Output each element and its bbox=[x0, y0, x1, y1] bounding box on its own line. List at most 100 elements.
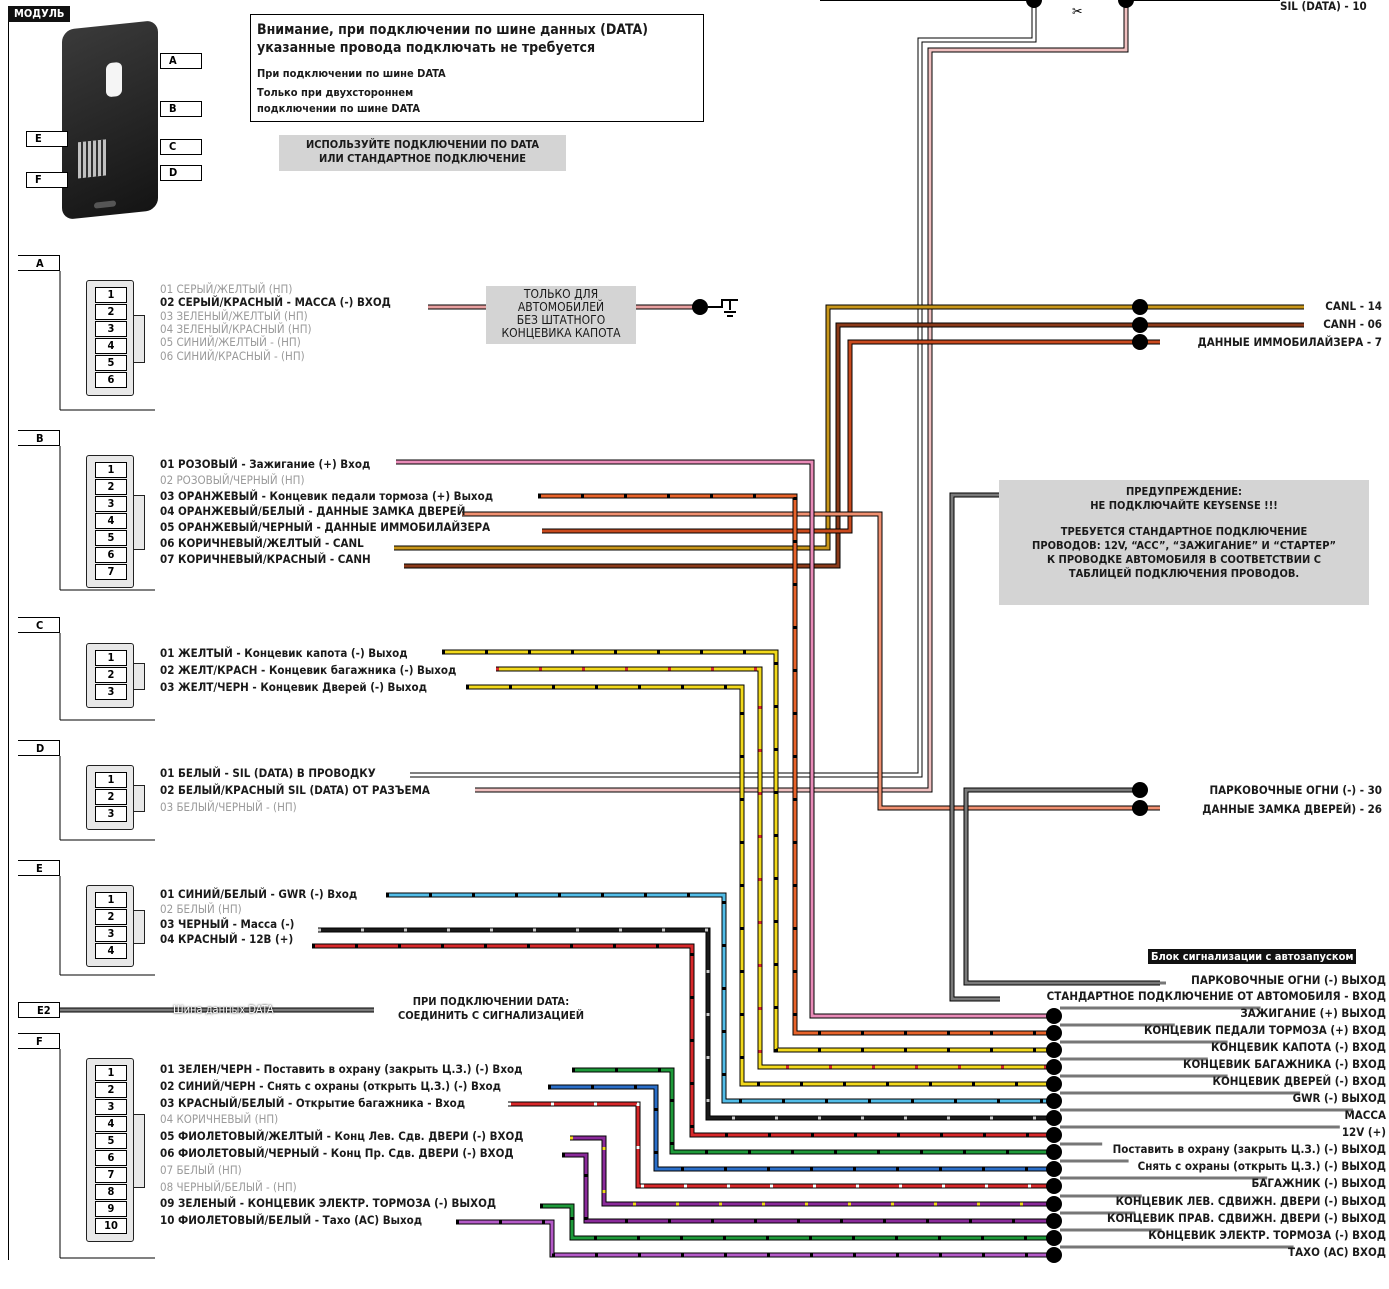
alarm-terminal-3: ЗАЖИГАНИЕ (+) ВЫХОД bbox=[1240, 1006, 1386, 1020]
pin-1: 1 bbox=[95, 287, 127, 303]
wire-label-f-9: 09 ЗЕЛЕНЫЙ - КОНЦЕВИК ЭЛЕКТР. ТОРМОЗА (-… bbox=[160, 1196, 497, 1211]
wire-label-b-2: 02 РОЗОВЫЙ/ЧЕРНЫЙ (НП) bbox=[160, 472, 305, 487]
sil-wire-white bbox=[410, 0, 1036, 777]
pin-1: 1 bbox=[95, 892, 127, 908]
wire-label-b-5: 05 ОРАНЖЕВЫЙ/ЧЕРНЫЙ - ДАННЫЕ ИММОБИЛАЙЗЕ… bbox=[160, 520, 491, 535]
wire-label-f-6: 06 ФИОЛЕТОВЫЙ/ЧЕРНЫЙ - Конц Пр. Сдв. ДВЕ… bbox=[160, 1146, 514, 1160]
use-data-note: ИСПОЛЬЗУЙТЕ ПОДКЛЮЧЕНИИ ПО DATA ИЛИ СТАН… bbox=[279, 135, 566, 171]
wire-label-a-2: 02 СЕРЫЙ/КРАСНЫЙ - МАССА (-) ВХОД bbox=[160, 295, 391, 310]
ground-icon bbox=[708, 299, 738, 317]
wire-label-a-1: 01 СЕРЫЙ/ЖЕЛТЫЙ (НП) bbox=[160, 282, 293, 296]
ground-dot bbox=[692, 299, 708, 315]
use-note-line-2: ИЛИ СТАНДАРТНОЕ ПОДКЛЮЧЕНИЕ bbox=[318, 152, 527, 165]
connector-latch bbox=[133, 784, 145, 813]
wire-immo bbox=[542, 340, 1160, 533]
notice-box bbox=[250, 14, 704, 122]
hood-note: ТОЛЬКО ДЛЯ АВТОМОБИЛЕЙ БЕЗ ШТАТНОГО КОНЦ… bbox=[486, 286, 636, 344]
warning-line-3: ТРЕБУЕТСЯ СТАНДАРТНОЕ ПОДКЛЮЧЕНИЕ bbox=[1060, 525, 1308, 538]
junction-dot bbox=[1046, 1110, 1062, 1126]
scissors-icon: ✂ bbox=[1072, 4, 1083, 20]
qr-code-icon bbox=[78, 139, 106, 179]
connector-flag-a: A bbox=[18, 255, 60, 271]
wire-ebrake bbox=[540, 1204, 1054, 1240]
alarm-terminal-8: GWR (-) ВЫХОД bbox=[1292, 1091, 1386, 1105]
warning-line-5: К ПРОВОДКЕ АВТОМОБИЛЯ В СООТВЕТСТВИИ С bbox=[1047, 553, 1321, 566]
wire-label-f-3: 03 КРАСНЫЙ/БЕЛЫЙ - Открытие багажника - … bbox=[160, 1095, 466, 1110]
junction-dot bbox=[1046, 1042, 1062, 1058]
wire-doors-stripe bbox=[466, 685, 1054, 1086]
alarm-header: Блок сигнализации с автозапуском bbox=[1148, 949, 1357, 964]
alarm-terminal-16: КОНЦЕВИК ЭЛЕКТР. ТОРМОЗА (-) ВХОД bbox=[1148, 1228, 1386, 1242]
wire-label-f-5: 05 ФИОЛЕТОВЫЙ/ЖЕЛТЫЙ - Конц Лев. Сдв. ДВ… bbox=[160, 1129, 524, 1144]
e2-note: ПРИ ПОДКЛЮЧЕНИИ DATA: СОЕДИНИТЬ С СИГНАЛ… bbox=[374, 992, 608, 1028]
junction-dot bbox=[1118, 0, 1134, 8]
wire-parking bbox=[964, 788, 1160, 985]
junction-dot bbox=[1132, 334, 1148, 350]
connector-flag-c: C bbox=[18, 617, 60, 633]
wire-standard-outline bbox=[949, 492, 1000, 1002]
wire-label-f-1: 01 ЗЕЛЕН/ЧЕРН - Поставить в охрану (закр… bbox=[160, 1062, 523, 1076]
device-window bbox=[106, 61, 122, 98]
wire-trunk-out bbox=[508, 1102, 1054, 1188]
wire-label-e-4: 04 КРАСНЫЙ - 12В (+) bbox=[160, 932, 294, 946]
wire-label-e-1: 01 СИНИЙ/БЕЛЫЙ - GWR (-) Вход bbox=[160, 887, 358, 901]
connector-latch bbox=[133, 495, 145, 550]
wire-label-a-5: 05 СИНИЙ/ЖЕЛТЫЙ - (НП) bbox=[160, 335, 301, 350]
pin-5: 5 bbox=[95, 530, 127, 546]
junction-dot bbox=[1046, 1247, 1062, 1263]
pin-1: 1 bbox=[95, 1065, 127, 1081]
wire-disarm-stripe bbox=[548, 1085, 1054, 1171]
junction-dot bbox=[1132, 299, 1148, 315]
pin-4: 4 bbox=[95, 513, 127, 529]
pin-3: 3 bbox=[95, 321, 127, 337]
car-terminal-parking: ПАРКОВОЧНЫЕ ОГНИ (-) - 30 bbox=[1209, 783, 1382, 797]
alarm-terminal-4: КОНЦЕВИК ПЕДАЛИ ТОРМОЗА (+) ВХОД bbox=[1143, 1023, 1386, 1037]
wire-label-d-2: 02 БЕЛЫЙ/КРАСНЫЙ SIL (DATA) ОТ РАЗЪЕМА bbox=[160, 783, 430, 797]
wire-label-a-6: 06 СИНИЙ/КРАСНЫЙ - (НП) bbox=[160, 348, 305, 363]
alarm-terminal-6: КОНЦЕВИК БАГАЖНИКА (-) ВХОД bbox=[1183, 1057, 1386, 1071]
wire-label-b-7: 07 КОРИЧНЕВЫЙ/КРАСНЫЙ - CANH bbox=[160, 551, 371, 566]
wire-arm bbox=[572, 1068, 1054, 1154]
e2-note-line-2: СОЕДИНИТЬ С СИГНАЛИЗАЦИЕЙ bbox=[397, 1009, 585, 1022]
module-device bbox=[62, 19, 158, 221]
wire-label-c-2: 02 ЖЕЛТ/КРАСН - Концевик багажника (-) В… bbox=[160, 663, 457, 677]
pin-1: 1 bbox=[95, 772, 127, 788]
pin-2: 2 bbox=[95, 667, 127, 683]
junction-dot bbox=[1132, 782, 1148, 798]
notice-legend-1: При подключении по шине DATA bbox=[257, 67, 446, 80]
pin-6: 6 bbox=[95, 1150, 127, 1166]
e2-bus-label: Шина данных DATA bbox=[173, 1003, 274, 1016]
alarm-terminal-1: ПАРКОВОЧНЫЕ ОГНИ (-) ВЫХОД bbox=[1191, 973, 1386, 987]
wire-label-f-2: 02 СИНИЙ/ЧЕРН - Снять с охраны (открыть … bbox=[160, 1078, 501, 1093]
module-port-b: B bbox=[160, 101, 202, 117]
wire-doorlock bbox=[462, 512, 1160, 810]
module-port-e: F bbox=[26, 172, 68, 188]
pin-7: 7 bbox=[95, 1167, 127, 1183]
sil-terminal: SIL (DATA) - 10 bbox=[1280, 0, 1367, 13]
warning-line-6: ТАБЛИЦЕЙ ПОДКЛЮЧЕНИЯ ПРОВОДОВ. bbox=[1068, 567, 1300, 580]
keysense-warning: ПРЕДУПРЕЖДЕНИЕ: НЕ ПОДКЛЮЧАЙТЕ KEYSENSE … bbox=[999, 480, 1369, 605]
wire-label-f-10: 10 ФИОЛЕТОВЫЙ/БЕЛЫЙ - Тахо (АС) Выход bbox=[160, 1213, 423, 1228]
wire-left-door bbox=[570, 1136, 1054, 1206]
junction-dot bbox=[1046, 1196, 1062, 1212]
junction-dot bbox=[1046, 1076, 1062, 1092]
wire-label-f-7: 07 БЕЛЫЙ (НП) bbox=[160, 1162, 242, 1177]
wire-label-e-3: 03 ЧЕРНЫЙ - Масса (-) bbox=[160, 917, 295, 931]
connector-flag-d: D bbox=[18, 740, 60, 756]
pin-5: 5 bbox=[95, 355, 127, 371]
pin-2: 2 bbox=[95, 304, 127, 320]
wire-trunk-stripe bbox=[496, 667, 1054, 1069]
module-port-a: A bbox=[160, 53, 202, 69]
pin-2: 2 bbox=[95, 1082, 127, 1098]
pin-5: 5 bbox=[95, 1133, 127, 1149]
notice-title-1: Внимание, при подключении по шине данных… bbox=[257, 22, 648, 38]
hood-note-line-1: ТОЛЬКО ДЛЯ bbox=[523, 287, 599, 301]
connector-flag-f: F bbox=[18, 1033, 60, 1049]
wire-label-b-6: 06 КОРИЧНЕВЫЙ/ЖЕЛТЫЙ - CANL bbox=[160, 536, 364, 550]
wire-label-a-3: 03 ЗЕЛЕНЫЙ/ЖЕЛТЫЙ (НП) bbox=[160, 308, 308, 323]
pin-2: 2 bbox=[95, 479, 127, 495]
use-note-line-1: ИСПОЛЬЗУЙТЕ ПОДКЛЮЧЕНИИ ПО DATA bbox=[305, 138, 540, 151]
